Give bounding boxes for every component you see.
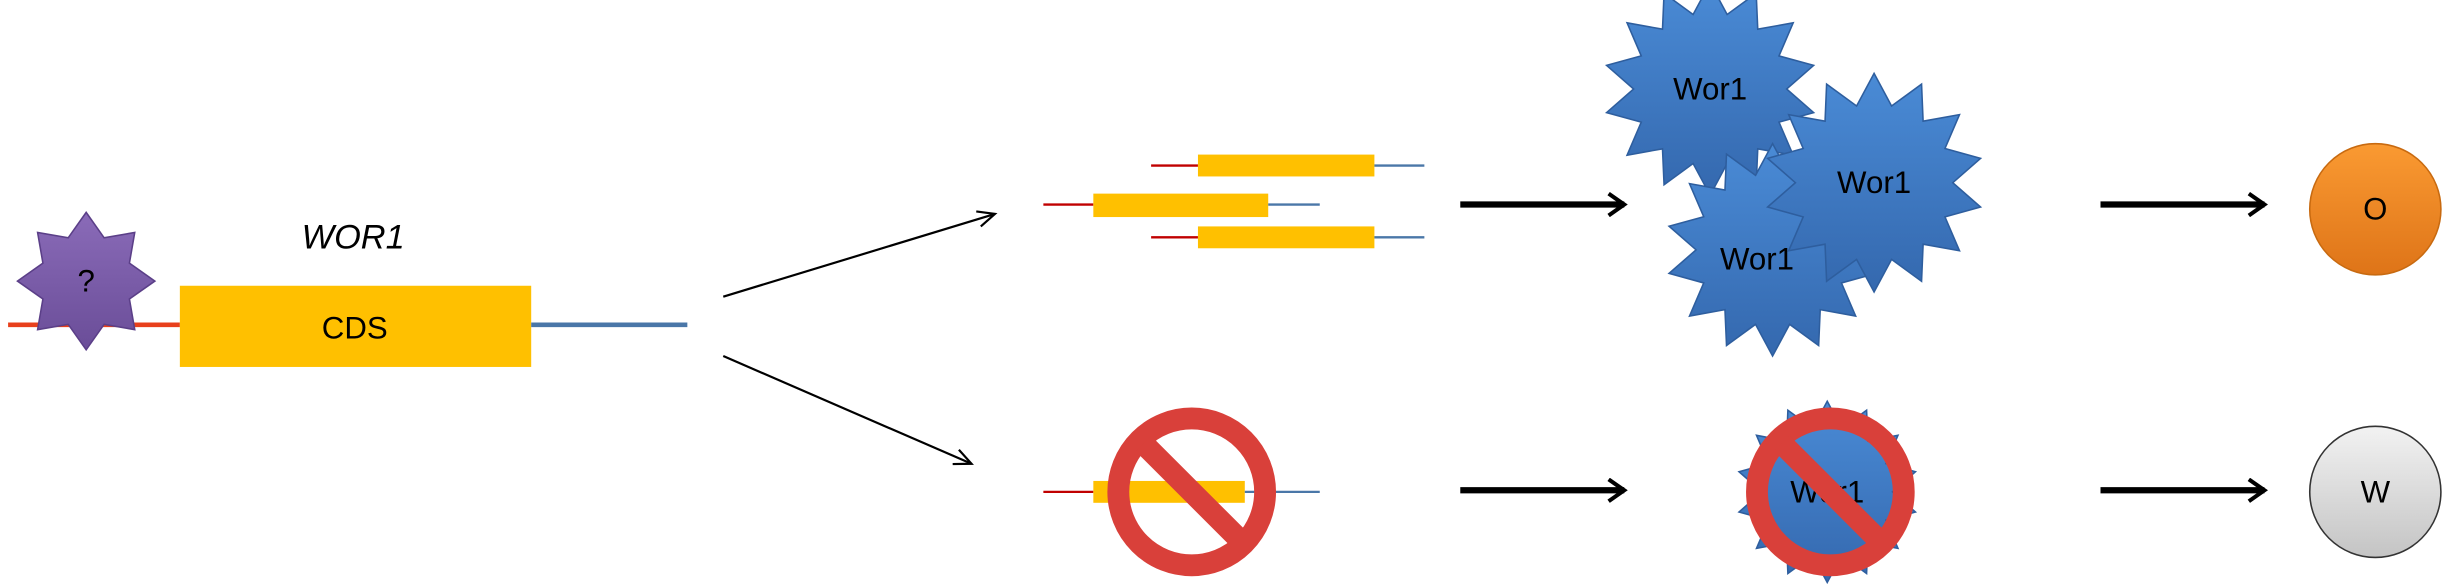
transcripts bbox=[1043, 154, 1425, 249]
transcript bbox=[1043, 193, 1320, 218]
no-symbol-ring bbox=[1746, 407, 1915, 577]
arrow-right-icon bbox=[722, 210, 998, 298]
no-symbol-bar bbox=[1774, 435, 1887, 549]
opaque-cell: O bbox=[2308, 142, 2442, 276]
no-symbol-bar bbox=[1135, 435, 1248, 549]
wor1-protein: Wor1 bbox=[1837, 165, 1911, 200]
transcript bbox=[1151, 154, 1425, 177]
wor1-protein: Wor1 bbox=[1720, 242, 1794, 277]
opaque-label: O bbox=[2363, 192, 2387, 227]
transcript bbox=[1151, 226, 1425, 249]
cds-label: CDS bbox=[322, 310, 388, 345]
gene-name: WOR1 bbox=[302, 218, 405, 256]
wor1-protein: Wor1 bbox=[1673, 72, 1747, 107]
no-symbol-icon bbox=[1746, 407, 1915, 577]
regulator-label: ? bbox=[77, 264, 94, 299]
cds-box bbox=[179, 285, 532, 367]
wor1-gene: CDS WOR1 bbox=[8, 218, 688, 367]
arrow-right-icon bbox=[722, 355, 974, 466]
wor1-protein-stars bbox=[1604, 0, 1983, 358]
no-symbol-ring bbox=[1107, 407, 1277, 577]
wor1-protein-shape bbox=[1765, 71, 1983, 294]
wor1-protein-labels: Wor1 Wor1 Wor1 bbox=[1673, 72, 1911, 277]
white-label: W bbox=[2361, 474, 2391, 509]
star-regulator-icon: ? bbox=[16, 211, 157, 352]
no-symbol-icon bbox=[1107, 407, 1277, 577]
white-cell: W bbox=[2308, 425, 2442, 559]
